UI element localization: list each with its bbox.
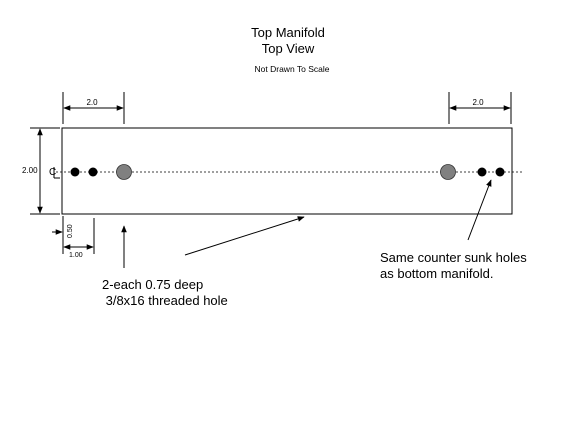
threaded-callout-line1: 2-each 0.75 deep [102,277,203,292]
countersunk-callout-line2: as bottom manifold. [380,266,493,281]
small-vertical-dim-label: 0.50 [67,224,74,238]
title-line1: Top Manifold [251,25,325,40]
left-dim-label: 2.0 [86,98,98,107]
countersunk-hole-right-2 [495,167,505,177]
countersunk-hole-left-2 [88,167,98,177]
height-dim-label: 2.00 [22,166,38,175]
threaded-hole-left [116,164,132,180]
title-line2: Top View [262,41,315,56]
countersunk-callout-arrow [467,179,492,241]
manifold-body [61,127,513,215]
threaded-hole-right [440,164,456,180]
scale-note: Not Drawn To Scale [255,64,330,74]
centerline-mark: C [49,167,56,178]
right-dim-label: 2.0 [472,98,484,107]
threaded-callout-line2: 3/8x16 threaded hole [102,293,228,308]
countersunk-callout-line1: Same counter sunk holes [380,250,527,265]
countersunk-hole-left-1 [70,167,80,177]
countersunk-hole-right-1 [477,167,487,177]
small-horizontal-dim-label: 1.00 [69,252,83,259]
threaded-callout-arrow-diagonal [184,216,305,256]
